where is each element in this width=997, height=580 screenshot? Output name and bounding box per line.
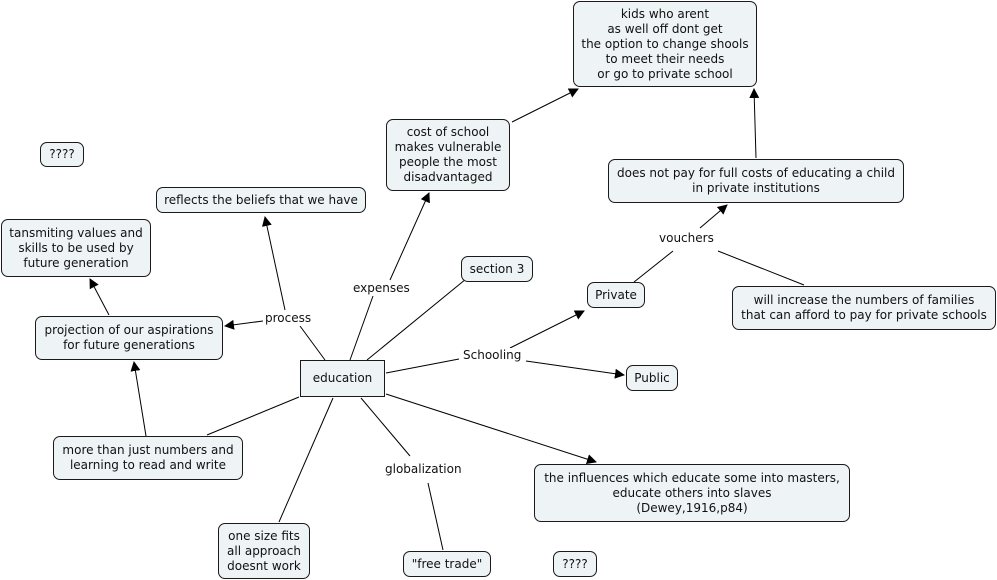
node-private[interactable]: Private [587,282,645,308]
node-section3[interactable]: section 3 [461,256,533,282]
line-education-globalization [360,397,411,457]
line-education-process [299,325,326,361]
node-q2[interactable]: ???? [553,551,597,577]
line-education-onesize [278,397,334,523]
node-reflects[interactable]: reflects the beliefs that we have [156,187,366,213]
line-projection-tansmiting [89,278,110,316]
node-projection[interactable]: projection of our aspirations for future… [35,316,223,360]
link-expenses[interactable]: expenses [351,281,412,296]
link-process[interactable]: process [263,311,314,326]
node-q1[interactable]: ???? [40,142,84,167]
line-vouchers-willincrease [717,250,805,286]
line-education-expenses [349,295,374,361]
line-private-vouchers [633,250,674,283]
link-schooling[interactable]: Schooling [461,348,524,363]
node-morethan[interactable]: more than just numbers and learning to r… [53,436,243,480]
node-tansmiting[interactable]: tansmiting values and skills to be used … [1,219,151,277]
node-education[interactable]: education [300,360,385,397]
line-education-section3 [366,278,467,361]
line-doesnotpay-kids [749,88,760,159]
line-vouchers-doesnotpay [699,204,728,229]
line-process-reflects [262,216,286,311]
line-education-influences [385,393,597,464]
link-globalization[interactable]: globalization [383,462,464,477]
line-process-projection [224,319,264,330]
line-education-schooling [385,358,460,374]
node-kids[interactable]: kids who arent as well off dont get the … [573,1,757,87]
line-cost-kids [511,88,579,123]
node-onesize[interactable]: one size fits all approach doesnt work [218,523,310,579]
line-education-morethan [206,396,300,436]
line-globalization-freetrade [427,482,444,551]
line-schooling-public [525,360,625,379]
node-influences[interactable]: the influences which educate some into m… [534,464,850,522]
node-freetrade[interactable]: "free trade" [403,551,491,577]
line-schooling-private [509,310,585,349]
node-doesnotpay[interactable]: does not pay for full costs of educating… [608,159,904,203]
line-morethan-projection [130,361,147,437]
link-vouchers[interactable]: vouchers [657,231,716,246]
node-willincrease[interactable]: will increase the numbers of families th… [732,286,996,330]
node-cost[interactable]: cost of school makes vulnerable people t… [386,119,510,191]
node-public[interactable]: Public [626,365,678,391]
line-expenses-cost [389,192,430,281]
